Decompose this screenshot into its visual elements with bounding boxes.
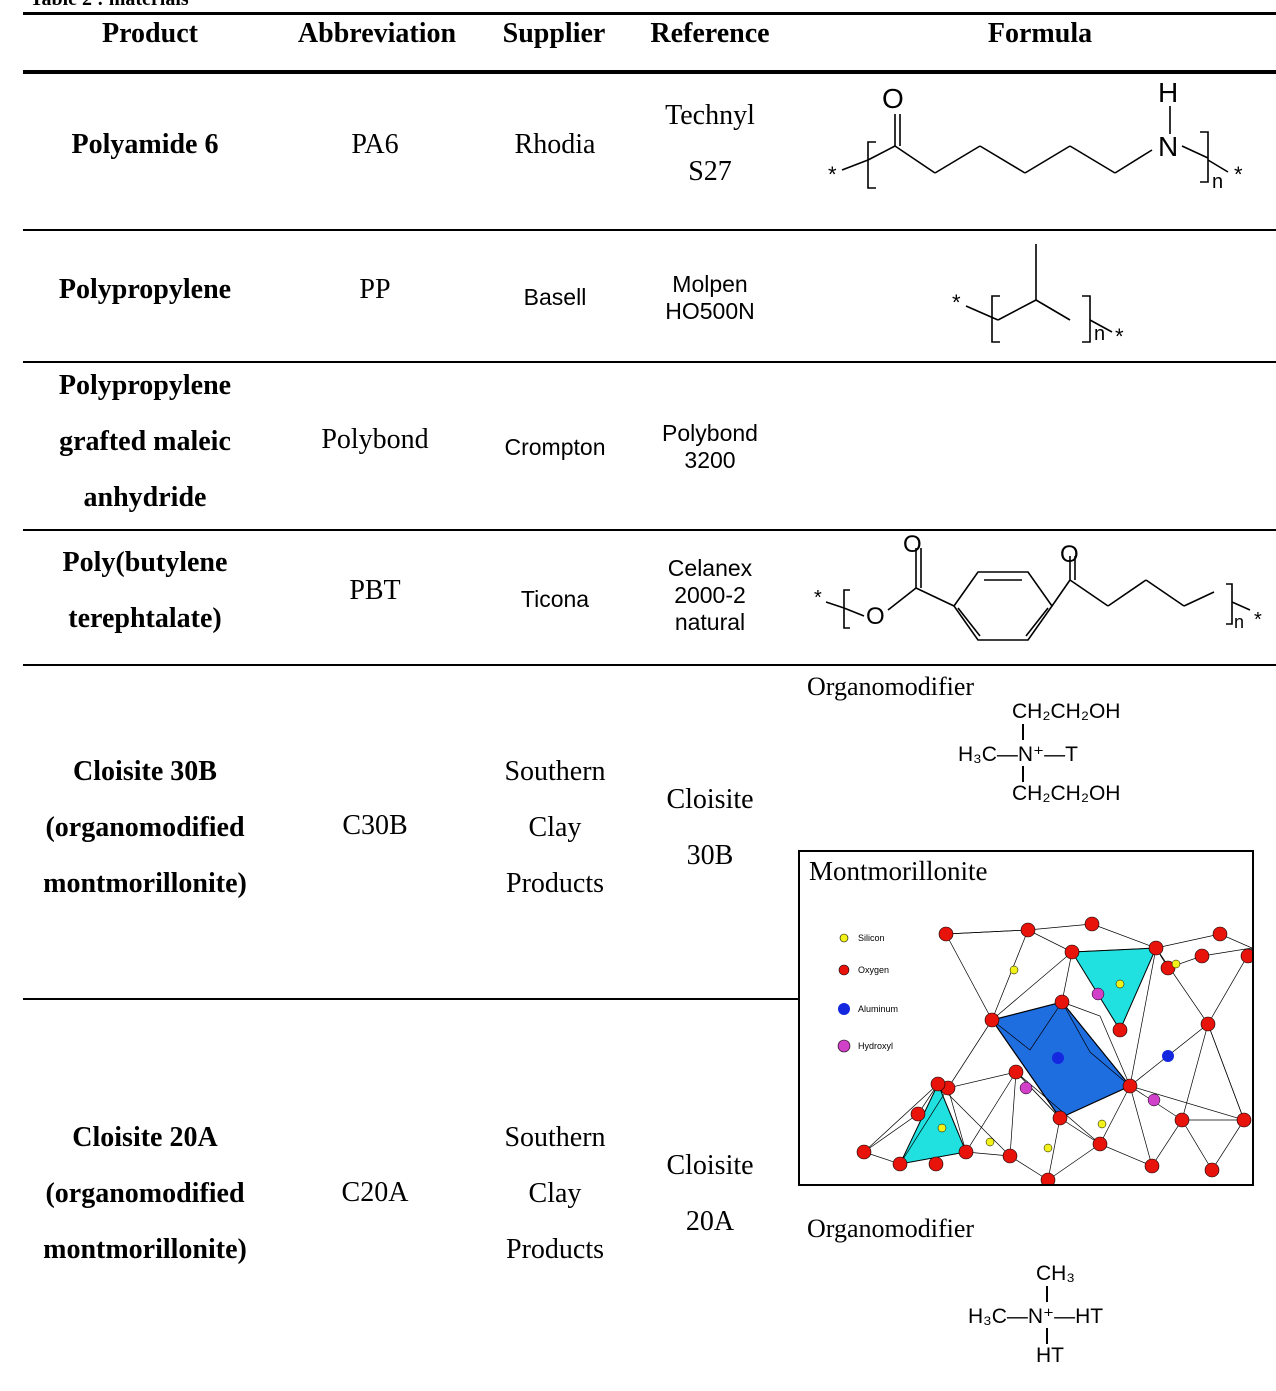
row-rule-1: [23, 229, 1276, 231]
c20a-bond-down: [1046, 1328, 1048, 1344]
row-rule-5: [23, 998, 798, 1000]
pa6-nitrogen: N: [1158, 131, 1178, 162]
pbt-structure: * O O O n *: [814, 532, 1262, 641]
row6-abbreviation: C20A: [341, 1177, 409, 1208]
pbt-star-left: *: [814, 587, 822, 609]
c20a-organomodifier: CH₃ H₃C—N⁺—HT HT: [968, 1262, 1148, 1382]
pbt-carbonyl-oxygen-2: O: [1060, 541, 1079, 568]
pbt-carbonyl-oxygen-1: O: [903, 532, 922, 558]
header-formula: Formula: [987, 18, 1093, 49]
row5-abbreviation: C30B: [342, 810, 408, 841]
header-product: Product: [102, 18, 198, 49]
row3-abbreviation: Polybond: [321, 424, 429, 455]
row2-product: Polypropylene: [58, 274, 232, 305]
row2-abbreviation: PP: [359, 274, 391, 305]
legend-silicon: Silicon: [858, 933, 885, 943]
c30b-bond-up: [1022, 724, 1024, 740]
montmorillonite-box: Montmorillonite Silicon Oxygen Aluminum …: [798, 850, 1254, 1186]
legend-silicon-dot: [839, 933, 849, 943]
legend-hydroxyl-dot: [837, 1039, 851, 1053]
row4-abbreviation: PBT: [349, 575, 401, 606]
pa6-star-left: *: [828, 162, 837, 187]
row1-supplier: Rhodia: [514, 129, 596, 160]
organomodifier-label-2: Organomodifier: [807, 1214, 975, 1243]
c30b-bond-down: [1022, 766, 1024, 782]
header-supplier: Supplier: [502, 18, 606, 49]
legend-aluminum: Aluminum: [858, 1004, 898, 1014]
legend-hydroxyl: Hydroxyl: [858, 1041, 893, 1051]
row-rule-2: [23, 361, 1276, 363]
row1-abbreviation: PA6: [351, 129, 399, 160]
row4-supplier: Ticona: [520, 586, 590, 612]
row-rule-3: [23, 529, 1276, 531]
pa6-hydrogen: H: [1158, 78, 1178, 108]
legend-oxygen-dot: [838, 964, 850, 976]
pbt-subscript-n: n: [1234, 612, 1244, 632]
c20a-bond-up: [1046, 1286, 1048, 1302]
header-rule: [23, 70, 1276, 74]
c30b-bottom-group: CH₂CH₂OH: [1012, 782, 1121, 805]
crystal-legend: Silicon Oxygen Aluminum Hydroxyl: [837, 933, 898, 1053]
pa6-star-right: *: [1234, 162, 1243, 187]
pa6-oxygen: O: [882, 83, 904, 114]
row1-product: Polyamide 6: [71, 129, 219, 160]
montmorillonite-crystal: Silicon Oxygen Aluminum Hydroxyl: [837, 916, 1252, 1184]
pp-structure: * n *: [952, 244, 1124, 349]
c30b-center: H₃C—N⁺—T: [958, 743, 1078, 766]
legend-aluminum-dot: [838, 1003, 850, 1015]
c20a-bottom-group: HT: [1036, 1344, 1064, 1367]
header-reference: Reference: [650, 18, 770, 49]
pa6-structure: * O H N n *: [828, 78, 1243, 193]
c20a-top-group: CH₃: [1036, 1262, 1075, 1285]
header-abbreviation: Abbreviation: [297, 18, 457, 49]
pp-star-left: *: [952, 290, 961, 315]
row2-supplier: Basell: [523, 284, 587, 310]
pbt-star-right: *: [1254, 609, 1262, 631]
top-rule: [23, 12, 1276, 15]
c30b-top-group: CH₂CH₂OH: [1012, 700, 1121, 723]
table-caption: Table 2 : materials: [30, 0, 189, 11]
legend-oxygen: Oxygen: [858, 965, 889, 975]
montmorillonite-title: Montmorillonite: [809, 856, 988, 886]
row3-supplier: Crompton: [504, 434, 606, 460]
pp-star-right: *: [1115, 324, 1124, 349]
pbt-ester-oxygen: O: [866, 603, 885, 630]
row-rule-4: [23, 664, 1276, 666]
organomodifier-label-1: Organomodifier: [807, 672, 975, 701]
pp-subscript-n: n: [1094, 323, 1105, 345]
c20a-center: H₃C—N⁺—HT: [968, 1305, 1104, 1328]
c30b-organomodifier: CH₂CH₂OH H₃C—N⁺—T CH₂CH₂OH: [958, 700, 1178, 830]
pa6-subscript-n: n: [1212, 171, 1223, 193]
